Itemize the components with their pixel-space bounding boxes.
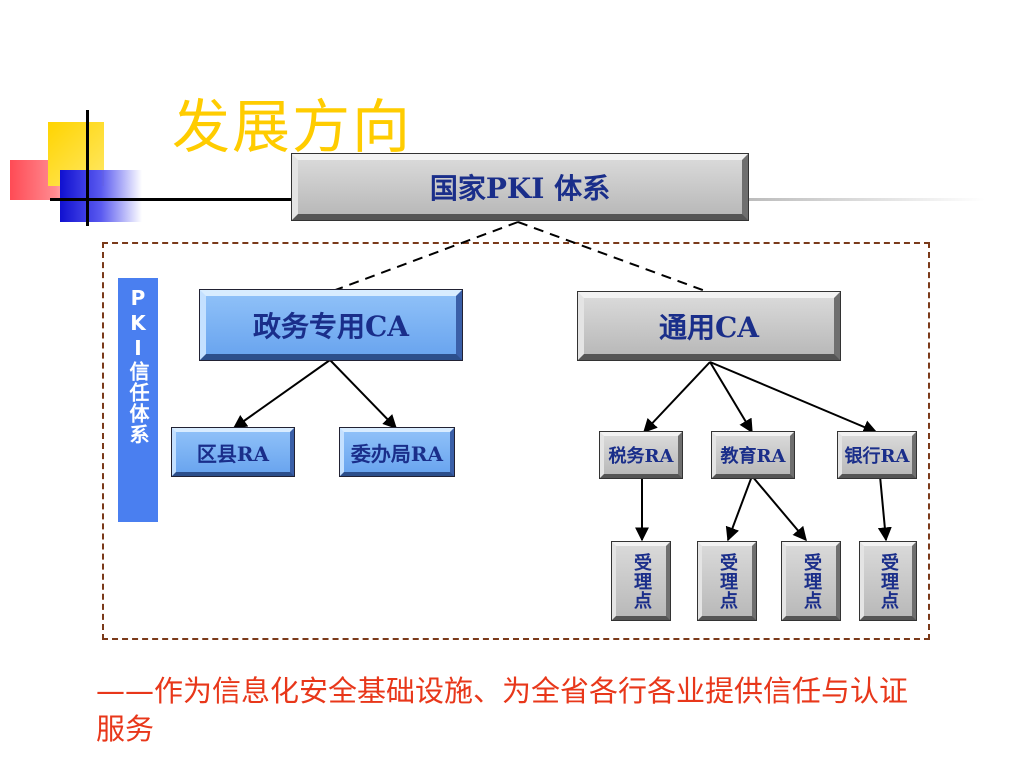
arrow-right-ca-to-ra2	[709, 361, 753, 434]
ra-label: 区县RA	[196, 441, 270, 466]
ra-box-district: 区县RA	[172, 428, 294, 476]
ra-label: 银行RA	[844, 446, 910, 467]
link-root-left-ca	[329, 221, 519, 293]
acceptance-point-label: 受理点	[878, 552, 899, 610]
ra-box-bank: 银行RA	[838, 432, 916, 478]
slide-caption: ——作为信息化安全基础设施、为全省各行各业提供信任与认证服务	[96, 674, 909, 746]
arrow-ra2-to-point2	[725, 475, 753, 542]
slide-title: 发展方向	[172, 93, 413, 161]
gov-ca-box: 政务专用CA	[200, 290, 462, 360]
ra-label: 委办局RA	[350, 441, 444, 466]
arrow-right-ca-to-ra3	[709, 361, 878, 434]
acceptance-point-box: 受理点	[698, 542, 756, 620]
ra-label: 税务RA	[608, 446, 674, 467]
decor-horizontal-line	[50, 198, 520, 201]
gov-ca-label: 政务专用CA	[252, 310, 409, 343]
ra-box-bureau: 委办局RA	[340, 428, 454, 476]
ra-box-education: 教育RA	[712, 432, 794, 478]
decor-horizontal-fade	[745, 198, 985, 201]
link-root-right-ca	[517, 221, 709, 293]
decor-vertical-line	[86, 110, 89, 226]
acceptance-point-label: 受理点	[801, 552, 822, 610]
decor-blue-block	[60, 170, 142, 222]
acceptance-point-box: 受理点	[612, 542, 670, 620]
general-ca-box: 通用CA	[578, 292, 840, 360]
general-ca-label: 通用CA	[658, 311, 759, 344]
root-box: 国家PKI 体系	[292, 154, 748, 220]
arrow-left-ca-to-ra2	[329, 359, 397, 430]
acceptance-point-box: 受理点	[860, 542, 916, 620]
arrow-left-ca-to-ra1	[232, 359, 331, 429]
arrow-ra3-to-point4	[877, 475, 892, 542]
arrow-ra2-to-point3	[751, 475, 807, 542]
ra-label: 教育RA	[720, 446, 786, 467]
pki-trust-label-text: PKI信任体系	[126, 286, 150, 445]
ra-box-tax: 税务RA	[600, 432, 682, 478]
acceptance-point-box: 受理点	[782, 542, 840, 620]
arrow-right-ca-to-ra1	[643, 361, 711, 434]
pki-trust-label: PKI信任体系	[118, 278, 158, 522]
acceptance-point-label: 受理点	[717, 552, 738, 610]
acceptance-point-label: 受理点	[631, 552, 652, 610]
pki-trust-frame	[102, 242, 930, 640]
root-box-label: 国家PKI 体系	[429, 172, 611, 205]
